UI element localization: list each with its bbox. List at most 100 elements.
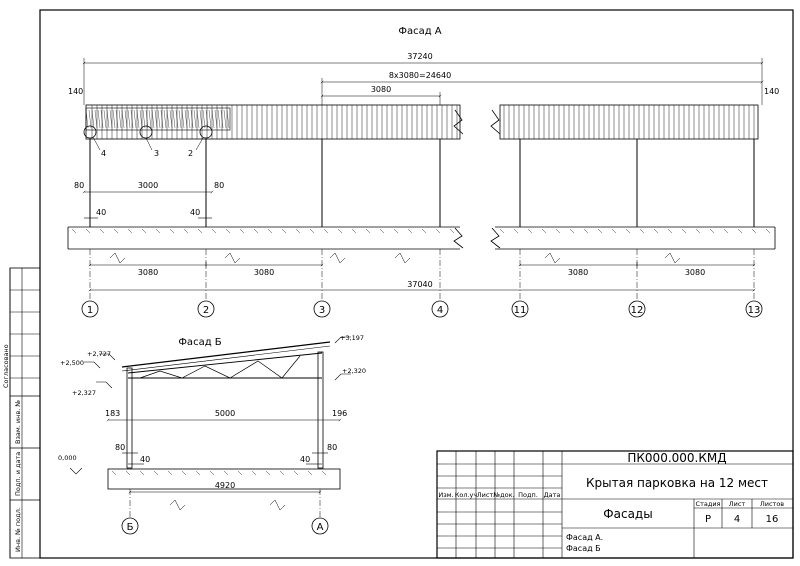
ground-hatch-mark <box>379 228 385 234</box>
truss-hatch-line <box>112 109 116 129</box>
ground-hatch-mark <box>653 228 659 234</box>
ground-hatch-mark <box>183 228 189 234</box>
axis-bubble-b <box>121 517 139 535</box>
tb-doc-code: ПК000.000.КМД <box>627 451 726 465</box>
axis-label-2: 2 <box>203 305 209 316</box>
tb-sheets-label: Листов <box>760 500 784 508</box>
ground-hatch-mark <box>155 228 161 234</box>
ground-hatch-mark <box>279 470 285 476</box>
truss-hatch-line <box>115 109 119 129</box>
truss-top-chord <box>127 352 323 374</box>
truss-hatch-line <box>145 109 149 129</box>
ground-hatch-mark <box>251 470 257 476</box>
axis-label-12: 12 <box>631 305 644 316</box>
truss-hatch-line <box>148 109 152 129</box>
ground-hatch-mark <box>71 228 77 234</box>
truss-hatch-line <box>178 109 182 129</box>
tb-contents-2: Фасад Б <box>566 544 601 553</box>
ground-hatch-mark <box>169 228 175 234</box>
ground-hatch-mark <box>295 228 301 234</box>
dim-5000: 5000 <box>215 409 235 418</box>
truss-hatch-line <box>142 109 146 129</box>
facade-a: Фасад А 37240 8х3080=24640 3080 140 140 <box>67 26 779 318</box>
truss-hatch-line <box>163 109 167 129</box>
ground-hatch-mark <box>337 228 343 234</box>
dim-40-b-left: 40 <box>140 455 150 464</box>
ground-hatch-mark <box>527 228 533 234</box>
ground-hatch-mark <box>167 470 173 476</box>
dim-bay-top: 3080 <box>371 85 391 94</box>
tb-sheet-label: Лист <box>729 500 746 508</box>
ground-hatch-mark <box>611 228 617 234</box>
side-stamp: Согласовано Взам. инв. № Подп. и дата Ин… <box>2 267 41 559</box>
facade-a-title: Фасад А <box>398 26 441 37</box>
ground-hatch-mark <box>127 228 133 234</box>
tb-header-doc: №док. <box>492 491 514 499</box>
dim-183: 183 <box>105 409 120 418</box>
ground-hatch-mark <box>597 228 603 234</box>
ground-hatch-mark <box>195 470 201 476</box>
elev-2727: +2,727 <box>87 350 111 358</box>
ground-hatch-mark <box>253 228 259 234</box>
truss-hatch-line <box>220 109 224 129</box>
ground-hatch-mark <box>281 228 287 234</box>
truss-hatch-line <box>109 109 113 129</box>
ground-hatch-mark <box>569 228 575 234</box>
truss-hatch-line <box>139 109 143 129</box>
truss-hatch-line <box>172 109 176 129</box>
axis-label-1: 1 <box>87 305 93 316</box>
callout-3: 3 <box>154 149 159 158</box>
axis-label-3: 3 <box>319 305 325 316</box>
stamp-replaced-inv: Взам. инв. № <box>14 400 22 444</box>
truss-hatch-line <box>100 109 104 129</box>
ground-hatch-mark <box>309 228 315 234</box>
ground-hatch-mark <box>225 228 231 234</box>
dim-bottom-bay-1: 3080 <box>138 268 158 277</box>
tb-header-date: Дата <box>544 491 561 499</box>
truss-hatch <box>85 109 230 129</box>
truss-hatch-line <box>187 109 191 129</box>
ground-hatch-mark <box>125 470 131 476</box>
tb-project-name: Крытая парковка на 12 мест <box>586 476 768 490</box>
truss-hatch-line <box>199 109 203 129</box>
truss-hatch-line <box>88 109 92 129</box>
ground-hatch-mark <box>393 228 399 234</box>
ground-hatch-mark <box>239 228 245 234</box>
tb-sheets: 16 <box>766 514 779 525</box>
truss-hatch-line <box>106 109 110 129</box>
dim-bottom-bay-2: 3080 <box>254 268 274 277</box>
ground-hatch-mark <box>513 228 519 234</box>
stamp-agreed: Согласовано <box>2 344 10 388</box>
ground-hatch-mark <box>541 228 547 234</box>
truss-hatch-line <box>157 109 161 129</box>
truss-hatch-line <box>133 109 137 129</box>
truss-hatch-line <box>205 109 209 129</box>
ground-hatch-mark <box>421 228 427 234</box>
dim-40-right: 40 <box>190 208 200 217</box>
dim-bottom-bay-3: 3080 <box>568 268 588 277</box>
truss-web <box>139 355 301 379</box>
axis-label-13: 13 <box>748 305 761 316</box>
axis-bubble-13 <box>745 300 763 318</box>
ground-hatch-mark <box>723 228 729 234</box>
truss-hatch-line <box>217 109 221 129</box>
column-b-left <box>126 367 133 469</box>
truss-hatch-line <box>193 109 197 129</box>
tb-sheet: 4 <box>734 514 740 525</box>
ground-hatch-mark <box>407 228 413 234</box>
ground-hatch-mark <box>85 228 91 234</box>
tb-header-sign: Подп. <box>518 491 538 499</box>
dim-80-b-right: 80 <box>327 443 337 452</box>
truss-hatch-line <box>121 109 125 129</box>
ground-b <box>107 468 341 490</box>
dim-right-overhang: 140 <box>764 87 779 96</box>
ground-hatch-mark <box>293 470 299 476</box>
ground-hatch-mark <box>139 470 145 476</box>
axis-bubble-3 <box>313 300 331 318</box>
truss-hatch-line <box>97 109 101 129</box>
ground-hatch-mark <box>211 228 217 234</box>
truss-hatch-line <box>184 109 188 129</box>
dim-80-b-left: 80 <box>115 443 125 452</box>
truss-hatch-line <box>166 109 170 129</box>
